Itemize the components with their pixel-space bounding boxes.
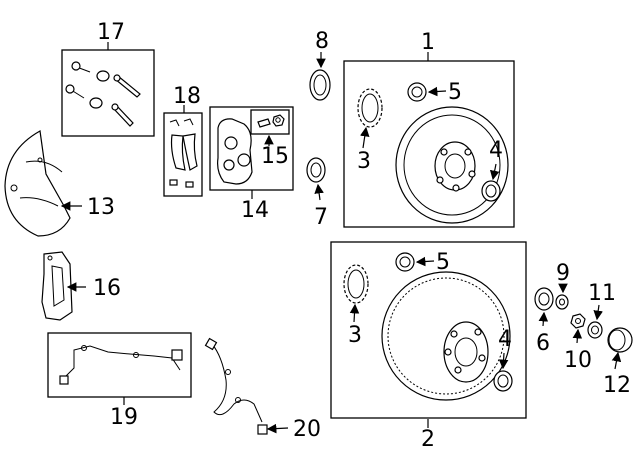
callout-5-lower: 5 <box>436 250 450 275</box>
abs-sensor-part[interactable] <box>204 337 268 435</box>
pads-box-18 <box>163 112 203 197</box>
callout-3-upper: 3 <box>357 149 371 174</box>
brake-pads-part[interactable] <box>169 118 198 188</box>
callout-13: 13 <box>87 195 115 220</box>
dust-cap-part-12[interactable] <box>607 327 633 353</box>
tone-ring-part-3a[interactable] <box>357 88 383 128</box>
bearing-part-7[interactable] <box>306 157 326 183</box>
callout-16: 16 <box>93 276 121 301</box>
callout-11: 11 <box>588 281 616 306</box>
splash-shield-part[interactable] <box>4 130 71 237</box>
bleeder-screw-part[interactable] <box>257 114 285 128</box>
callout-2: 2 <box>421 427 435 452</box>
bearing-part-6[interactable] <box>534 287 554 311</box>
callout-14: 14 <box>241 198 269 223</box>
callout-4-upper: 4 <box>489 138 503 163</box>
rotor-hub-assembly-1[interactable] <box>395 106 509 224</box>
nut-part-10[interactable] <box>570 313 586 329</box>
retainer-part-11[interactable] <box>587 321 603 339</box>
callout-10: 10 <box>564 348 592 373</box>
hardware-kit-part[interactable] <box>65 61 141 127</box>
callout-12: 12 <box>603 373 631 398</box>
callout-19: 19 <box>110 405 138 430</box>
callout-1: 1 <box>421 30 435 55</box>
sensor-harness-part[interactable] <box>59 345 183 385</box>
bearing-cup-part-4b[interactable] <box>493 370 513 392</box>
callout-20: 20 <box>293 417 321 442</box>
callout-4-lower: 4 <box>498 327 512 352</box>
seal-part-8[interactable] <box>309 69 331 101</box>
rotor-hub-assembly-2[interactable] <box>381 271 511 401</box>
caliper-part[interactable] <box>217 118 253 185</box>
callout-17: 17 <box>97 20 125 45</box>
rotor-box-1 <box>343 60 515 228</box>
callout-18: 18 <box>173 84 201 109</box>
callout-6: 6 <box>536 331 550 356</box>
bracket-part[interactable] <box>41 251 73 321</box>
rotor-box-2 <box>330 241 527 419</box>
harness-box-19 <box>47 332 192 398</box>
bearing-cup-part-4a[interactable] <box>481 180 501 202</box>
callout-15: 15 <box>261 144 289 169</box>
bearing-cup-part-5b[interactable] <box>395 252 415 272</box>
bearing-cup-part-5a[interactable] <box>407 82 427 102</box>
sub-box-15 <box>250 109 290 135</box>
callout-9: 9 <box>556 261 570 286</box>
callout-8: 8 <box>315 29 329 54</box>
callout-3-lower: 3 <box>348 323 362 348</box>
callout-7: 7 <box>314 205 328 230</box>
washer-part-9[interactable] <box>555 294 569 310</box>
callout-5-upper: 5 <box>448 80 462 105</box>
tone-ring-part-3b[interactable] <box>343 264 369 304</box>
